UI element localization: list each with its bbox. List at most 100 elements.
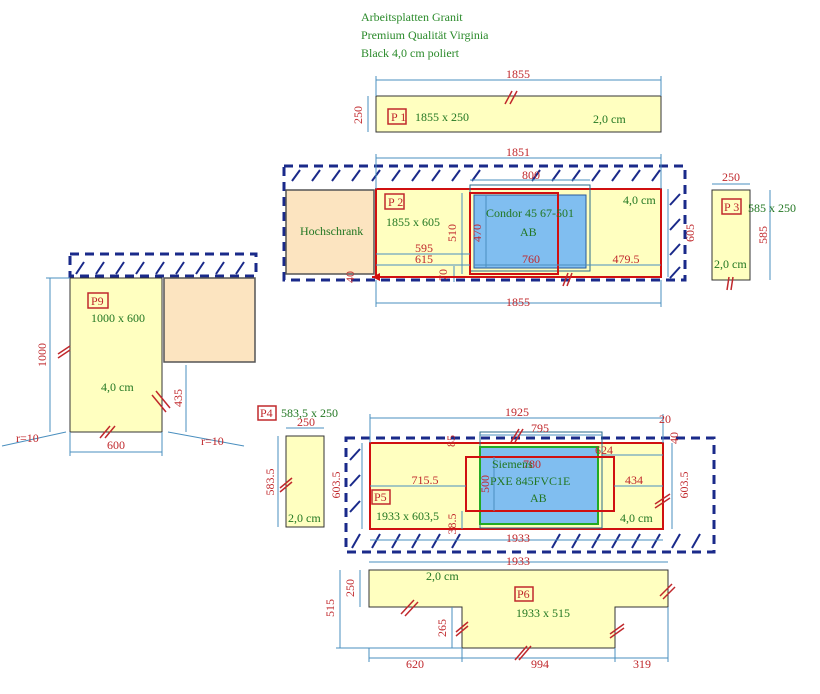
p6-994-dim: 994 (531, 657, 549, 671)
p2-470-dim: 470 (470, 224, 484, 242)
p5-depth-right-dim: 603.5 (677, 472, 691, 499)
tall-cabinet (285, 189, 375, 275)
p2-510-dim: 510 (445, 224, 459, 242)
p1-thickness: 2,0 cm (593, 112, 626, 126)
p5-bottom-width-dim: 1933 (506, 531, 530, 545)
p5-434-dim: 434 (625, 473, 643, 487)
hob-model: PXE 845FVC1E (490, 474, 570, 488)
p5-385-dim: 38.5 (445, 514, 459, 535)
p5-795-dim: 795 (531, 421, 549, 435)
p6-tag: P6 (517, 587, 530, 601)
p3-width-dim: 250 (722, 170, 740, 184)
p2-wall-outline (282, 164, 687, 282)
p3-thickness: 2,0 cm (714, 257, 747, 271)
p6-thickness: 2,0 cm (426, 569, 459, 583)
p3-tag: P 3 (724, 200, 739, 214)
sink-ab: AB (520, 225, 537, 239)
p4-width-dim: 250 (297, 415, 315, 429)
panel-p5: 1925 20 40 795 85 624 715.5 434 500 38.5… (329, 405, 716, 554)
p5-624-dim: 624 (595, 443, 613, 457)
p9-435-dim: 435 (171, 389, 185, 407)
p9-width-dim: 600 (107, 438, 125, 452)
header-line-1: Arbeitsplatten Granit (361, 10, 463, 24)
p6-620-dim: 620 (406, 657, 424, 671)
header-line-2: Premium Qualität Virginia (361, 28, 489, 42)
p5-thickness: 4,0 cm (620, 511, 653, 525)
p6-depth-dim: 515 (323, 599, 337, 617)
panel-p9: 1000 600 435 r=10 r=10 P9 1000 x 600 4,0… (1, 252, 258, 456)
p6-size: 1933 x 515 (516, 606, 570, 620)
p2-70-dim: 70 (436, 269, 450, 281)
p1-width-dim: 1855 (506, 67, 530, 81)
p2-615-dim: 615 (415, 252, 433, 266)
panel-p2: 1851 800 510 470 595 615 760 479.5 70 40… (282, 145, 697, 309)
p2-bottom-width-dim: 1855 (506, 295, 530, 309)
p2-40-dim: 40 (343, 271, 357, 283)
p9-cabinet (163, 277, 256, 363)
p4-thickness: 2,0 cm (288, 511, 321, 525)
p6-265-dim: 265 (435, 619, 449, 637)
p2-760-dim: 760 (522, 252, 540, 266)
panel-p6: 1933 250 515 265 620 994 319 P6 1933 x 5… (323, 554, 676, 671)
hob-width-dim: 780 (523, 457, 541, 471)
p9-tag: P9 (91, 294, 104, 308)
p9-slab (69, 277, 163, 433)
p5-size: 1933 x 603,5 (376, 509, 439, 523)
p6-319-dim: 319 (633, 657, 651, 671)
panel-p4: P4 583,5 x 250 250 583.5 2,0 cm (257, 405, 338, 528)
p9-radius-left: r=10 (16, 431, 39, 445)
hob-cutout (465, 456, 615, 512)
p5-7155-dim: 715.5 (412, 473, 439, 487)
p6-width-dim: 1933 (506, 554, 530, 568)
p6-tag-box (514, 586, 534, 602)
p5-20-dim: 20 (659, 412, 671, 426)
panel-p1: 1855 250 P 1 1855 x 250 2,0 cm (351, 67, 662, 133)
p4-tag-box (257, 405, 277, 421)
p5-85-dim: 85 (444, 435, 458, 447)
p1-slab (375, 95, 662, 133)
p3-size: 585 x 250 (748, 201, 796, 215)
p2-4795-dim: 479.5 (613, 252, 640, 266)
p4-slab (285, 435, 325, 528)
p5-wall-outline (344, 436, 716, 554)
p5-depth-left-dim: 603.5 (329, 472, 343, 499)
p2-size: 1855 x 605 (386, 215, 440, 229)
p2-depth-dim: 605 (683, 224, 697, 242)
p5-500-dim: 500 (478, 475, 492, 493)
tall-cabinet-label: Hochschrank (300, 224, 363, 238)
p3-tag-box (721, 198, 742, 215)
sink-basin (473, 194, 587, 269)
p2-top-width-dim: 1851 (506, 145, 530, 159)
p5-tag: P5 (374, 490, 387, 504)
p5-40-dim: 40 (667, 432, 681, 444)
p4-tag: P4 (260, 406, 273, 420)
p1-tag: P 1 (391, 110, 406, 124)
p2-595-dim: 595 (415, 241, 433, 255)
sink-cutout (469, 192, 559, 275)
hob-ab: AB (530, 491, 547, 505)
p6-250-dim: 250 (343, 579, 357, 597)
p2-thickness: 4,0 cm (623, 193, 656, 207)
p2-tag: P 2 (388, 195, 403, 209)
p1-size: 1855 x 250 (415, 110, 469, 124)
p1-depth-dim: 250 (351, 106, 365, 124)
p3-slab (711, 189, 751, 281)
p3-depth-dim: 585 (756, 226, 770, 244)
p9-radius-right: r=10 (201, 434, 224, 448)
p5-top-width-dim: 1925 (505, 405, 529, 419)
header-line-3: Black 4,0 cm poliert (361, 46, 459, 60)
panel-p3: 250 585 P 3 585 x 250 2,0 cm (711, 170, 796, 291)
p2-sink-width-dim: 800 (522, 168, 540, 182)
hob-brand: Siemens (492, 457, 533, 471)
p2-tag-box (384, 193, 405, 210)
p4-depth-dim: 583.5 (263, 469, 277, 496)
p9-thickness: 4,0 cm (101, 380, 134, 394)
p9-length-dim: 1000 (35, 343, 49, 367)
p9-wall-outline (68, 252, 258, 278)
p5-tag-box (371, 489, 391, 505)
p4-size: 583,5 x 250 (281, 406, 338, 420)
p9-tag-box (87, 292, 109, 309)
p9-size: 1000 x 600 (91, 311, 145, 325)
sink-name: Condor 45 67-501 (486, 206, 574, 220)
